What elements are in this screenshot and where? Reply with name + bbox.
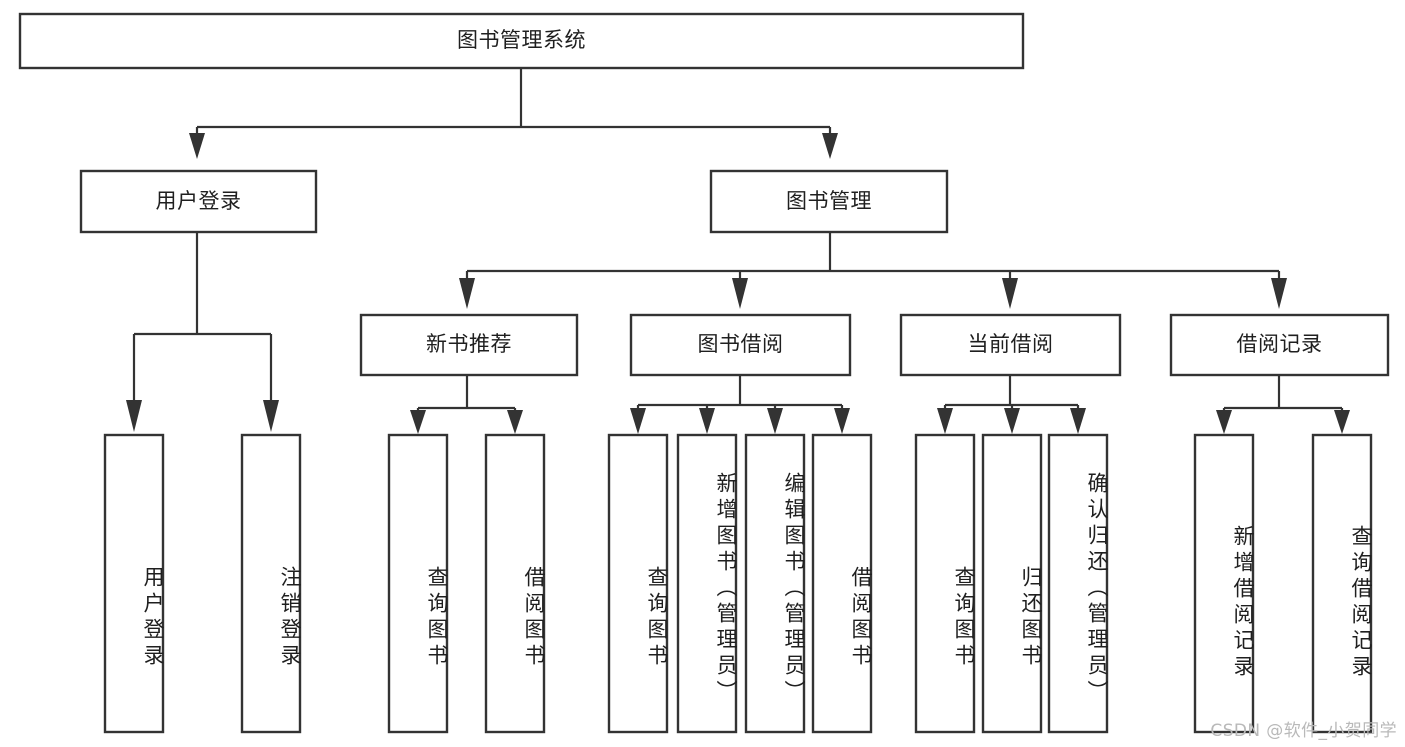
arrowhead-leaf9	[937, 408, 953, 434]
node-box-newbook[interactable]	[359, 313, 579, 377]
node-box-leaf4[interactable]	[484, 433, 546, 734]
node-box-leaf2[interactable]	[240, 433, 302, 734]
arrowhead-leaf2	[263, 400, 279, 432]
csdn-watermark: CSDN @软件_小贺同学	[1210, 721, 1397, 741]
arrowhead-leaf5	[630, 408, 646, 434]
node-box-leaf1[interactable]	[103, 433, 165, 734]
arrowhead-records	[1271, 278, 1287, 309]
connector-group-login	[126, 232, 279, 432]
connector-group-current	[937, 375, 1086, 434]
arrowhead-leaf8	[834, 408, 850, 434]
arrowhead-leaf7	[767, 408, 783, 434]
arrowhead-leaf1	[126, 400, 142, 432]
arrowhead-current	[1002, 278, 1018, 309]
arrowhead-borrow	[732, 278, 748, 309]
connector-group-newbook	[410, 375, 523, 434]
node-box-leaf3[interactable]	[387, 433, 449, 734]
node-box-leaf5[interactable]	[607, 433, 669, 734]
arrowhead-leaf13	[1334, 410, 1350, 434]
arrowhead-newbook	[459, 278, 475, 309]
node-box-root[interactable]	[18, 12, 1025, 70]
node-box-current[interactable]	[899, 313, 1122, 377]
node-box-leaf9[interactable]	[914, 433, 976, 734]
arrowhead-bookmgmt	[822, 133, 838, 159]
connector-group-bookmgmt	[459, 232, 1287, 309]
node-box-borrow[interactable]	[629, 313, 852, 377]
arrowhead-leaf3	[410, 410, 426, 434]
node-box-login[interactable]	[79, 169, 318, 234]
arrowhead-leaf6	[699, 408, 715, 434]
arrowhead-leaf12	[1216, 410, 1232, 434]
node-box-leaf7[interactable]	[744, 433, 806, 734]
node-box-leaf12[interactable]	[1193, 433, 1255, 734]
arrowhead-login	[189, 133, 205, 159]
node-box-records[interactable]	[1169, 313, 1390, 377]
connector-group-root	[189, 68, 838, 159]
node-box-leaf13[interactable]	[1311, 433, 1373, 734]
node-box-leaf8[interactable]	[811, 433, 873, 734]
arrowhead-leaf4	[507, 410, 523, 434]
arrowhead-leaf11	[1070, 408, 1086, 434]
node-box-leaf6[interactable]	[676, 433, 738, 734]
connector-group-records	[1216, 375, 1350, 434]
node-box-leaf11[interactable]	[1047, 433, 1109, 734]
node-box-bookmgmt[interactable]	[709, 169, 949, 234]
arrowhead-leaf10	[1004, 408, 1020, 434]
node-box-leaf10[interactable]	[981, 433, 1043, 734]
connector-group-borrow	[630, 375, 850, 434]
